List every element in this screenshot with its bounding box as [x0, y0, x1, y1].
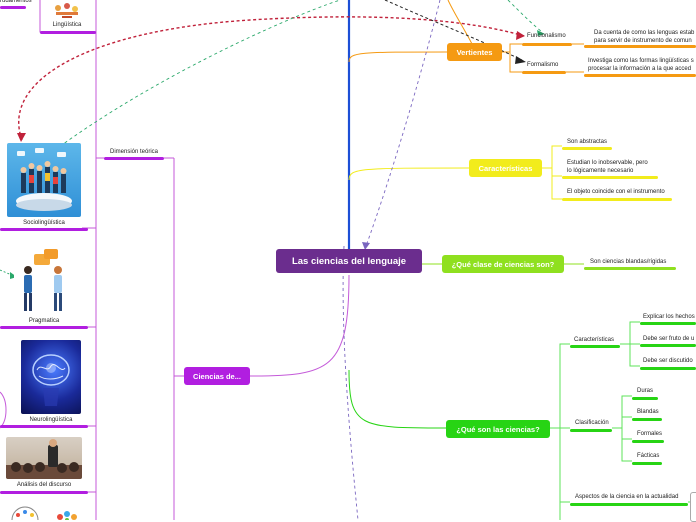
node-formalismo[interactable]: Formalismo	[527, 62, 559, 68]
node-funcionalismo-desc[interactable]: Da cuenta de como las lenguas estab para…	[594, 30, 695, 44]
relation-red-arrow-start	[17, 133, 26, 142]
sociolinguistica-caption: Sociolingüística	[23, 220, 65, 226]
cq-clasificacion[interactable]: Clasificación	[575, 420, 609, 426]
underline-clase-item	[584, 267, 676, 270]
topic-caracteristicas[interactable]: Características	[469, 159, 542, 177]
bottom-image-2	[54, 508, 80, 520]
connector-ciencias-que	[348, 369, 447, 429]
relation-black-dashed	[384, 0, 523, 61]
cq-clas-formales[interactable]: Formales	[637, 431, 663, 437]
relation-purple-arrow	[362, 242, 370, 250]
underline-cq-car-item-3	[640, 367, 696, 370]
cq-aspectos-edge-box	[690, 492, 696, 522]
relation-green-arrow	[537, 30, 545, 36]
analisis-caption: Análisis del discurso	[16, 482, 72, 488]
connector-vertientes	[348, 51, 449, 63]
node-dimension-teorica[interactable]: Dimensión teórica	[110, 149, 159, 155]
bottom-image-1	[8, 505, 42, 520]
node-funcionalismo[interactable]: Funcionalismo	[527, 33, 566, 39]
underline-funcionalismo	[522, 43, 572, 46]
node-fundamentos[interactable]: rudamentos	[0, 0, 32, 4]
car-item-3[interactable]: El objeto coincide con el instrumento	[567, 189, 665, 195]
underline-cq-clas-duras	[632, 397, 658, 400]
topic-clase[interactable]: ¿Qué clase de ciencias son?	[442, 255, 564, 273]
connector-cq-clas	[612, 395, 632, 462]
linguistica-image	[52, 0, 82, 20]
topic-ciencias-que[interactable]: ¿Qué son las ciencias?	[446, 420, 550, 438]
underline-neurolinguistica	[0, 425, 88, 428]
relation-purple-down	[342, 245, 359, 520]
connector-formalismo	[509, 52, 522, 73]
connector-orange-top	[447, 0, 473, 45]
underline-funcionalismo-desc	[584, 45, 696, 48]
underline-pragmatica	[0, 326, 88, 329]
cq-car-item-2[interactable]: Debe ser fruto de u	[643, 336, 695, 342]
connector-caracteristicas	[348, 167, 471, 181]
underline-cq-car-item-2	[640, 344, 696, 347]
connector-cq-children	[550, 343, 570, 520]
underline-car-item-2	[562, 176, 658, 179]
underline-cq-clas-facticas	[632, 462, 662, 465]
cq-clas-duras[interactable]: Duras	[637, 388, 654, 394]
cq-aspectos[interactable]: Aspectos de la ciencia en la actualidad	[575, 494, 679, 500]
relation-green-top	[507, 0, 543, 33]
clase-item[interactable]: Son ciencias blandas/rígidas	[590, 259, 667, 265]
underline-cq-clas-formales	[632, 440, 664, 443]
cq-caracteristicas[interactable]: Características	[574, 337, 615, 343]
underline-cq-caracteristicas	[570, 345, 620, 348]
underline-cq-aspectos	[570, 503, 688, 506]
cq-car-item-3[interactable]: Debe ser discutido	[643, 358, 693, 364]
sociolinguistica-image[interactable]	[7, 143, 81, 217]
connector-central-ciencias-de	[249, 274, 350, 377]
underline-car-item-1	[562, 147, 612, 150]
cq-clas-facticas[interactable]: Fácticas	[637, 453, 660, 459]
connector-funcionalismo	[502, 43, 522, 53]
underline-cq-clas-blandas	[632, 418, 662, 421]
neurolinguistica-caption: Neurolingüística	[29, 417, 73, 423]
underline-sociolinguistica	[0, 228, 88, 231]
connector-car-items	[542, 145, 562, 200]
relation-black-arrow	[515, 56, 526, 64]
analisis-image[interactable]	[6, 437, 82, 479]
underline-dimension-teorica	[104, 157, 164, 160]
relation-red-arrow-end	[516, 31, 525, 40]
car-item-2[interactable]: Estudian lo inobservable, pero lo lógica…	[567, 160, 648, 174]
underline-cq-car-item-1	[640, 322, 696, 325]
cq-clas-blandas[interactable]: Blandas	[637, 409, 659, 415]
cq-car-item-1[interactable]: Explicar los hechos	[643, 314, 695, 320]
neurolinguistica-image[interactable]	[21, 340, 81, 414]
central-topic[interactable]: Las ciencias del lenguaje	[276, 249, 422, 273]
underline-cq-clasificacion	[570, 429, 612, 432]
car-item-1[interactable]: Son abstractas	[567, 139, 608, 145]
underline-fundamentos	[0, 6, 26, 9]
relation-red-dashed	[18, 16, 525, 141]
relation-green-dashed	[54, 0, 341, 151]
underline-formalismo-desc	[584, 74, 696, 77]
underline-analisis	[0, 491, 88, 494]
pragmatica-caption: Pragmatica	[28, 318, 60, 324]
underline-car-item-3	[562, 198, 672, 201]
topic-ciencias-de[interactable]: Ciencias de...	[184, 367, 250, 385]
connector-neuro-left	[0, 391, 7, 429]
underline-formalismo	[522, 71, 566, 74]
topic-vertientes[interactable]: Vertientes	[447, 43, 502, 61]
relation-purple-dashed	[365, 0, 441, 247]
connector-cq-car	[620, 321, 640, 367]
underline-linguistica	[40, 31, 96, 34]
pragmatica-image[interactable]	[14, 248, 74, 314]
node-formalismo-desc[interactable]: Investiga como las formas lingüísticas s…	[588, 58, 694, 72]
linguistica-caption: Lingüística	[52, 22, 82, 28]
